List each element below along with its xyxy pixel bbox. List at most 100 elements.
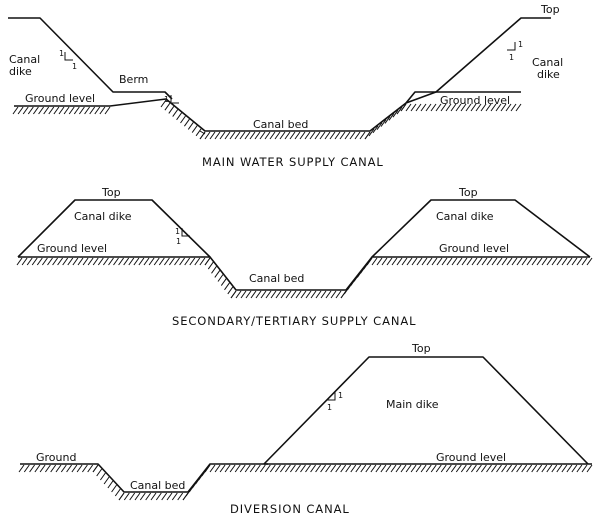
ground-hatch-mark [305,290,312,299]
ground-hatch-mark [87,257,94,266]
ground-hatch-mark [371,257,378,266]
ground-hatch-mark [235,290,242,299]
ground-hatch-mark [227,286,234,295]
ground-hatch-mark [526,257,533,266]
secondary-canal-hatching [16,257,593,299]
ground-hatch-mark [184,257,191,266]
ground-hatch-mark [164,102,171,111]
ground-hatch-mark [526,464,533,473]
ground-hatch-mark [60,464,67,473]
diversion-canal-hatching [18,464,593,501]
ground-hatch-mark [128,257,135,266]
ground-hatch-mark [536,464,543,473]
ground-hatch-mark [214,464,221,473]
ground-hatch-mark [510,103,517,112]
ground-hatch-mark [92,464,99,473]
main-canal-caption: MAIN WATER SUPPLY CANAL [202,155,384,169]
ground-hatch-mark [81,464,88,473]
ground-hatch-mark [244,131,251,140]
secondary-slope-rise: 1 [175,227,180,236]
ground-hatch-mark [209,131,216,140]
ground-hatch-mark [148,257,155,266]
ground-hatch-mark [421,257,428,266]
ground-hatch-mark [471,257,478,266]
ground-hatch-mark [354,131,361,140]
main-bed-label: Canal bed [253,118,308,131]
ground-hatch-mark [207,261,214,270]
ground-hatch-mark [380,464,387,473]
ground-hatch-mark [66,464,73,473]
ground-hatch-mark [349,131,356,140]
ground-hatch-mark [440,464,447,473]
ground-hatch-mark [55,464,62,473]
ground-hatch-mark [92,257,99,266]
ground-hatch-mark [290,290,297,299]
ground-hatch-mark [314,131,321,140]
ground-hatch-mark [495,103,502,112]
ground-hatch-mark [224,131,231,140]
ground-hatch-mark [107,480,114,489]
ground-hatch-mark [491,257,498,266]
ground-hatch-mark [401,257,408,266]
ground-hatch-mark [305,464,311,473]
ground-hatch-mark [269,464,276,473]
main-right-dike-outline [405,17,551,104]
ground-hatch-mark [556,257,563,266]
ground-hatch-mark [360,464,367,473]
ground-hatch-mark [445,103,452,112]
ground-hatch-mark [310,464,317,473]
ground-hatch-mark [89,106,96,115]
ground-hatch-mark [44,464,51,473]
ground-hatch-mark [431,257,438,266]
ground-hatch-mark [430,103,437,112]
ground-hatch-mark [395,464,402,473]
diversion-top-label: Top [411,342,431,355]
ground-hatch-mark [179,257,186,266]
diversion-canal-section: 1 1 Top Main dike Ground Ground level Ca… [18,342,593,516]
secondary-ground-right-label: Ground level [439,242,509,255]
main-right-dike-label-2: dike [537,68,560,81]
ground-hatch-mark [163,257,170,266]
ground-hatch-mark [155,492,162,501]
ground-hatch-mark [94,106,101,115]
ground-hatch-mark [475,464,482,473]
ground-hatch-mark [53,106,60,115]
ground-hatch-mark [330,464,337,473]
diversion-main-dike-label: Main dike [386,398,439,411]
ground-hatch-mark [161,492,168,501]
diversion-bed-label: Canal bed [130,479,185,492]
main-left-dike-label-2: dike [9,65,32,78]
ground-hatch-mark [67,257,74,266]
secondary-canal-profile [18,256,590,291]
ground-hatch-mark [381,257,388,266]
ground-hatch-mark [491,464,497,473]
ground-hatch-mark [425,103,432,112]
ground-hatch-mark [145,492,152,501]
ground-hatch-mark [299,131,306,140]
ground-hatch-mark [561,257,568,266]
ground-hatch-mark [84,106,91,115]
ground-hatch-mark [505,103,512,112]
ground-hatch-mark [176,112,183,121]
ground-hatch-mark [334,131,341,140]
ground-hatch-mark [372,125,379,134]
ground-hatch-mark [72,257,79,266]
ground-hatch-mark [230,290,237,299]
ground-hatch-mark [531,464,538,473]
ground-hatch-mark [32,106,39,115]
ground-hatch-mark [264,464,271,473]
ground-hatch-mark [254,464,261,473]
ground-hatch-mark [41,257,48,266]
ground-hatch-mark [440,103,447,112]
ground-hatch-mark [450,464,457,473]
ground-hatch-mark [405,103,412,112]
ground-hatch-mark [531,257,538,266]
ground-hatch-mark [405,464,412,473]
ground-hatch-mark [204,131,211,140]
ground-hatch-mark [470,103,477,112]
ground-hatch-mark [465,103,472,112]
ground-hatch-mark [355,464,362,473]
main-top-label: Top [540,3,560,16]
ground-hatch-mark [284,464,291,473]
main-left-slope-triangle [64,52,73,61]
